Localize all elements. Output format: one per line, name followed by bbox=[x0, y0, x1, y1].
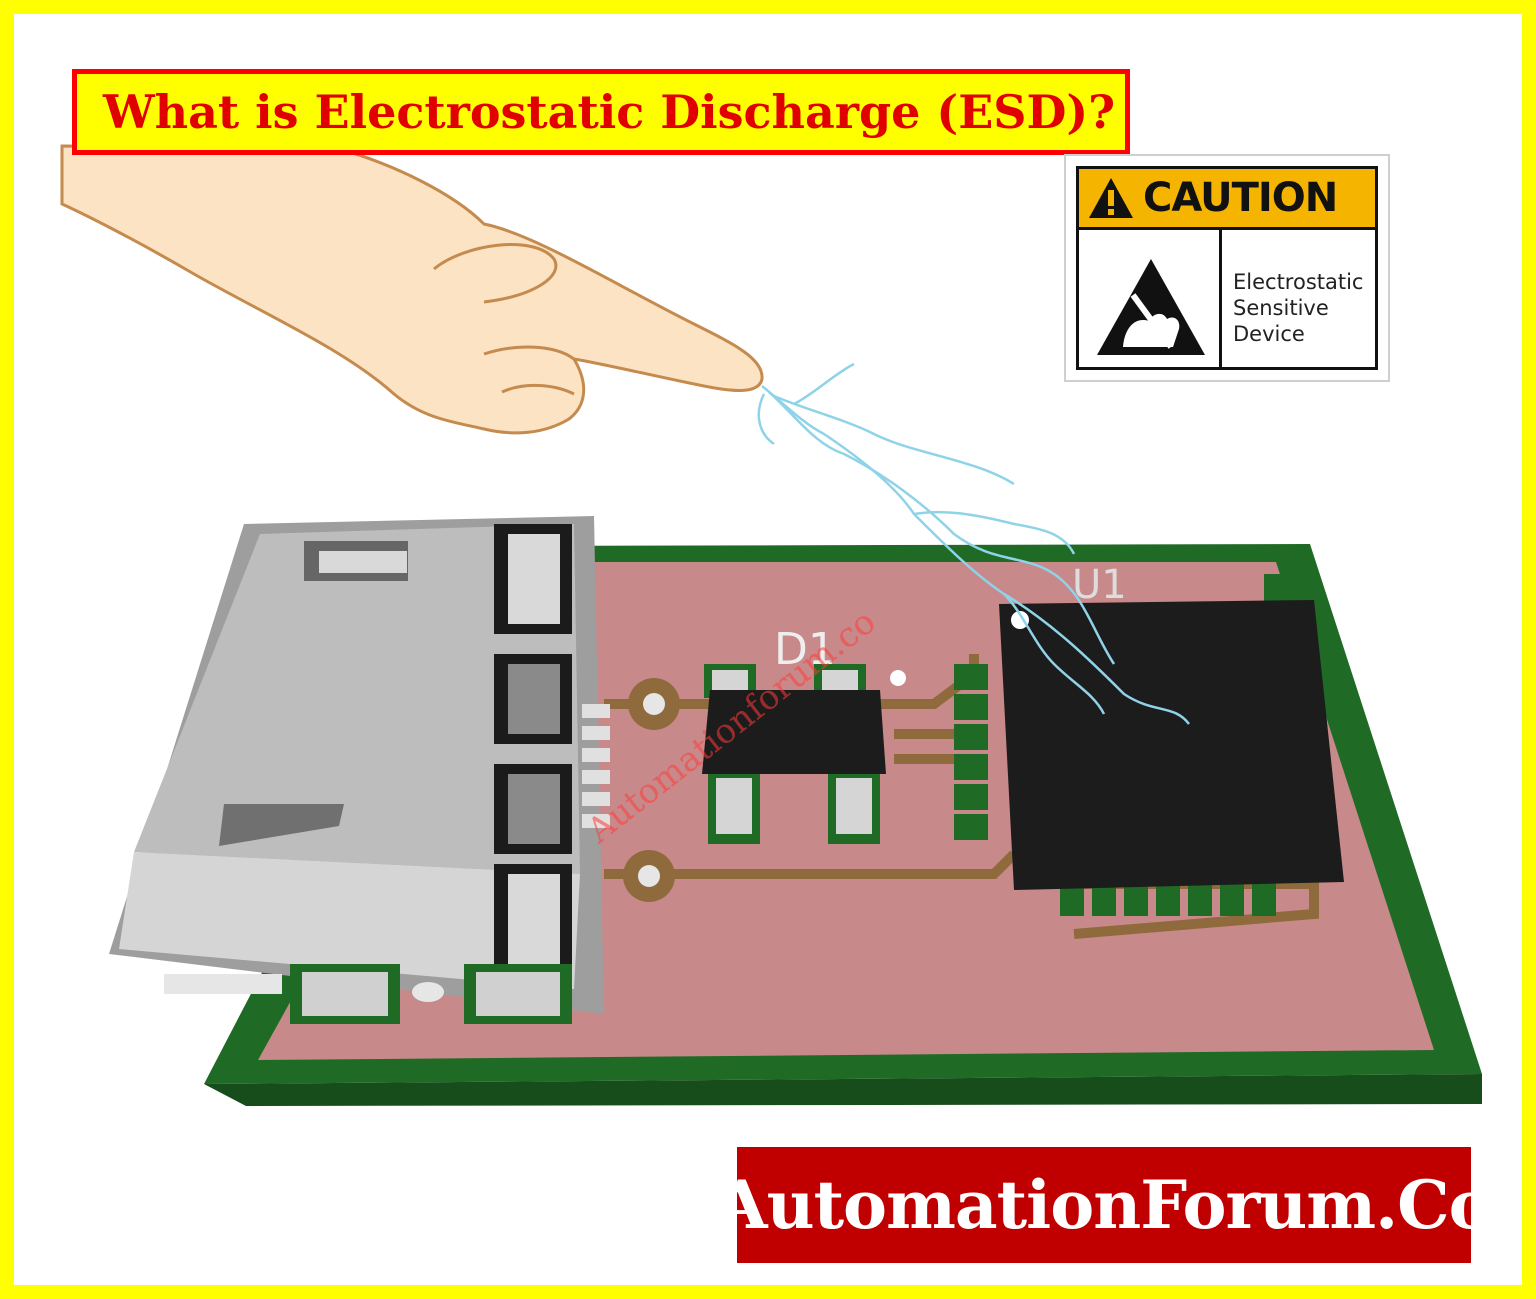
caution-line-1: Electrostatic bbox=[1233, 270, 1364, 294]
pcb-scene: D1 U1 bbox=[60, 144, 1482, 1106]
caution-line-3: Device bbox=[1233, 322, 1305, 346]
brand-name: AutomationForum.Co bbox=[716, 1166, 1492, 1244]
u1-chip bbox=[999, 600, 1344, 890]
shield-pads bbox=[290, 964, 572, 1024]
u1-pin1-dot bbox=[1011, 611, 1029, 629]
title-banner: What is Electrostatic Discharge (ESD)? bbox=[72, 69, 1130, 155]
caution-header: CAUTION bbox=[1079, 169, 1375, 230]
caution-text-block: Electrostatic Sensitive Device bbox=[1233, 269, 1363, 347]
d1-pin1-dot bbox=[890, 670, 906, 686]
pcb-edge bbox=[204, 1074, 1482, 1106]
u1-label: U1 bbox=[1072, 562, 1127, 608]
caution-header-text: CAUTION bbox=[1143, 175, 1338, 221]
esd-spark bbox=[757, 362, 1190, 725]
d1-label: D1 bbox=[774, 624, 836, 675]
via-top-hole bbox=[643, 693, 665, 715]
brand-banner: AutomationForum.Co bbox=[716, 1147, 1493, 1263]
connector-pins bbox=[582, 704, 610, 828]
caution-sign: CAUTION Electrostatic Sensitive Device bbox=[1064, 154, 1390, 382]
d1-chip bbox=[702, 690, 886, 774]
pointing-hand bbox=[60, 144, 764, 435]
caution-sign-inner: CAUTION Electrostatic Sensitive Device bbox=[1076, 166, 1378, 370]
page-title: What is Electrostatic Discharge (ESD)? bbox=[103, 85, 1116, 139]
caution-line-2: Sensitive bbox=[1233, 296, 1329, 320]
caution-divider bbox=[1219, 227, 1222, 367]
via-bottom-hole bbox=[638, 865, 660, 887]
warning-triangle-icon bbox=[1089, 178, 1133, 218]
u1-pads-left bbox=[954, 664, 988, 840]
d1-pads bbox=[704, 664, 880, 844]
usb-connector bbox=[109, 516, 604, 1014]
esd-susceptibility-hand-icon bbox=[1097, 259, 1205, 355]
